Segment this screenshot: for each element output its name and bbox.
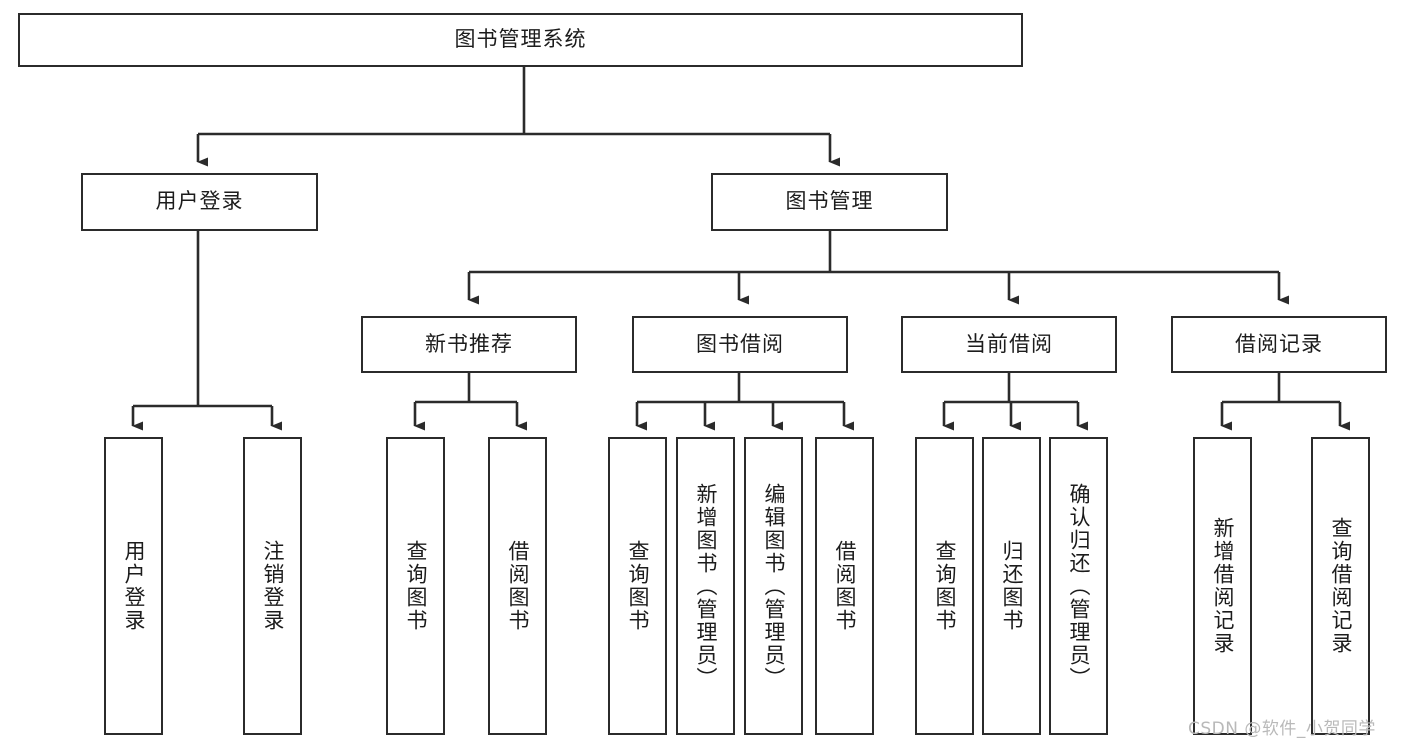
node-borrow-record[interactable]: 借阅记录 xyxy=(1171,316,1387,373)
leaf-current-borrow-return-books[interactable]: 归还图书 xyxy=(982,437,1041,735)
node-label: 借阅图书 xyxy=(832,540,857,632)
node-label: 新增借阅记录 xyxy=(1210,517,1235,655)
node-label: 用户登录 xyxy=(121,540,146,632)
node-label: 图书管理系统 xyxy=(454,27,587,52)
node-current-borrow[interactable]: 当前借阅 xyxy=(901,316,1117,373)
node-label: 用户登录 xyxy=(155,189,244,214)
node-new-book-recommend[interactable]: 新书推荐 xyxy=(361,316,577,373)
leaf-new-book-query-books[interactable]: 查询图书 xyxy=(386,437,445,735)
leaf-book-borrow-add-book-admin[interactable]: 新增图书（管理员） xyxy=(676,437,735,735)
node-label: 查询图书 xyxy=(403,540,428,632)
node-label: 当前借阅 xyxy=(965,331,1053,356)
node-label: 查询图书 xyxy=(625,540,650,632)
node-book-borrow[interactable]: 图书借阅 xyxy=(632,316,848,373)
node-label: 借阅图书 xyxy=(505,540,530,632)
leaf-new-book-borrow-books[interactable]: 借阅图书 xyxy=(488,437,547,735)
leaf-current-borrow-query-books[interactable]: 查询图书 xyxy=(915,437,974,735)
node-label: 注销登录 xyxy=(260,540,285,632)
leaf-book-borrow-borrow-books[interactable]: 借阅图书 xyxy=(815,437,874,735)
leaf-book-borrow-query-books[interactable]: 查询图书 xyxy=(608,437,667,735)
leaf-book-borrow-edit-book-admin[interactable]: 编辑图书（管理员） xyxy=(744,437,803,735)
node-book-management[interactable]: 图书管理 xyxy=(711,173,948,231)
leaf-current-borrow-confirm-return-admin[interactable]: 确认归还（管理员） xyxy=(1049,437,1108,735)
node-label: 查询借阅记录 xyxy=(1328,517,1353,655)
node-label: 新书推荐 xyxy=(425,331,513,356)
node-root-book-management-system[interactable]: 图书管理系统 xyxy=(18,13,1023,67)
node-label: 查询图书 xyxy=(932,540,957,632)
node-label: 图书借阅 xyxy=(696,331,784,356)
leaf-borrow-record-query-record[interactable]: 查询借阅记录 xyxy=(1311,437,1370,735)
leaf-borrow-record-add-record[interactable]: 新增借阅记录 xyxy=(1193,437,1252,735)
leaf-user-login-logout[interactable]: 注销登录 xyxy=(243,437,302,735)
node-label: 图书管理 xyxy=(785,189,874,214)
node-label: 编辑图书（管理员） xyxy=(761,482,786,690)
node-label: 新增图书（管理员） xyxy=(693,482,718,690)
node-label: 归还图书 xyxy=(999,540,1024,632)
node-label: 借阅记录 xyxy=(1235,331,1323,356)
node-user-login[interactable]: 用户登录 xyxy=(81,173,318,231)
node-label: 确认归还（管理员） xyxy=(1066,482,1091,690)
leaf-user-login-login[interactable]: 用户登录 xyxy=(104,437,163,735)
